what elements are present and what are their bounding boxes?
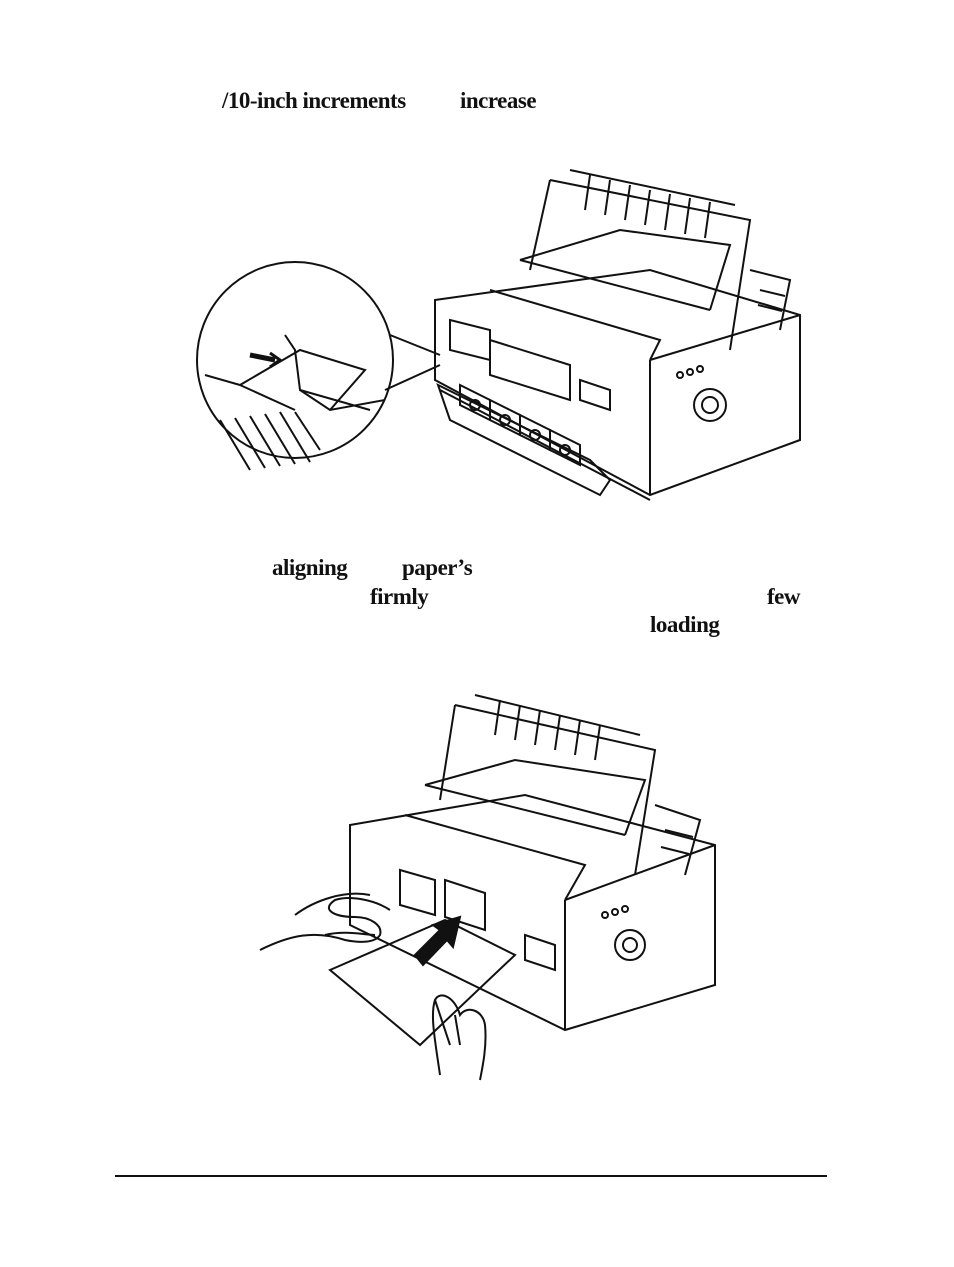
printer-paper-insert-illustration <box>255 685 725 1085</box>
text-fragment-papers: paper’s <box>402 555 473 580</box>
text-fragment-increments: /10-inch increments <box>222 88 406 113</box>
text-fragment-aligning: aligning <box>272 555 348 580</box>
text-fragment-few: few <box>767 584 800 609</box>
tractor-unit-icon <box>438 385 610 495</box>
footer-rule <box>115 1175 827 1177</box>
right-hand-icon <box>433 995 486 1080</box>
printer-body-icon <box>435 170 800 500</box>
insert-arrow-icon <box>415 917 460 965</box>
text-fragment-firmly: firmly <box>370 584 429 609</box>
left-hand-icon <box>260 894 390 950</box>
paper-sheet-icon <box>330 920 515 1045</box>
printer-body-icon <box>350 695 715 1030</box>
printer-paper-guide-illustration <box>190 150 810 510</box>
text-fragment-increase: increase <box>460 88 537 113</box>
magnified-guide-icon <box>197 262 440 470</box>
text-fragment-loading: loading <box>650 612 720 637</box>
